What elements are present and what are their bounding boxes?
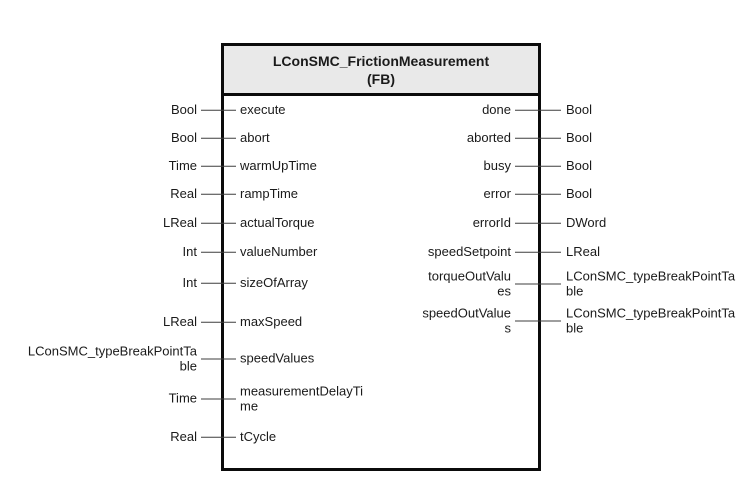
input-row-abort: Bool abort (25, 129, 366, 146)
input-type-label: Int (182, 243, 197, 259)
output-type-label: DWord (566, 214, 607, 230)
input-row-sizeofarray: Int sizeOfArray (25, 274, 366, 291)
output-type-label: Bool (566, 157, 593, 173)
input-row-valuenumber: Int valueNumber (25, 243, 366, 260)
output-row-busy: busy Bool (421, 157, 738, 174)
input-row-execute: Bool execute (25, 101, 366, 118)
function-block-title: LConSMC_FrictionMeasurement (272, 52, 490, 69)
output-pin-label: speedSetpoint (427, 243, 511, 259)
input-type-label: Time (168, 157, 197, 173)
output-row-error: error Bool (421, 185, 738, 202)
input-pin-label: abort (240, 129, 270, 145)
output-wire (515, 165, 561, 167)
input-type-label: Real (170, 428, 197, 444)
output-wire (515, 193, 561, 195)
input-pin-label: warmUpTime (240, 157, 317, 173)
output-wire (515, 109, 561, 111)
function-block-subtitle: (FB) (367, 70, 395, 87)
input-pin-label: execute (240, 101, 286, 117)
output-row-aborted: aborted Bool (421, 129, 738, 146)
function-block: LConSMC_FrictionMeasurement (FB) (221, 43, 541, 471)
input-type-label: LReal (163, 313, 197, 329)
input-row-actualtorque: LReal actualTorque (25, 214, 366, 231)
input-type-label: Bool (170, 129, 197, 145)
input-row-tcycle: Real tCycle (25, 428, 366, 445)
output-pin-label: torqueOutValues (428, 268, 511, 298)
output-pin-label: speedOutValues (422, 305, 511, 335)
output-row-speedoutvalues: speedOutValues LConSMC_typeBreakPointTab… (421, 305, 738, 336)
input-pin-label: measurementDelayTime (240, 383, 364, 413)
output-wire (515, 137, 561, 139)
input-type-label: Time (168, 390, 197, 406)
input-pin-label: sizeOfArray (240, 274, 308, 290)
output-pin-label: busy (483, 157, 511, 173)
input-type-label: LConSMC_typeBreakPointTable (27, 343, 197, 373)
output-wire (515, 283, 561, 285)
output-row-speedsetpoint: speedSetpoint LReal (421, 243, 738, 260)
output-row-errorid: errorId DWord (421, 214, 738, 231)
input-wire (201, 193, 236, 195)
input-row-warmuptime: Time warmUpTime (25, 157, 366, 174)
input-row-maxspeed: LReal maxSpeed (25, 313, 366, 330)
input-type-label: Real (170, 185, 197, 201)
input-wire (201, 436, 236, 438)
output-row-torqueoutvalues: torqueOutValues LConSMC_typeBreakPointTa… (421, 268, 738, 299)
output-type-label: LConSMC_typeBreakPointTable (566, 268, 736, 298)
input-wire (201, 165, 236, 167)
input-pin-label: maxSpeed (240, 313, 303, 329)
input-type-label: Bool (170, 101, 197, 117)
output-type-label: Bool (566, 129, 593, 145)
output-pin-label: done (482, 101, 511, 117)
input-pin-label: speedValues (240, 350, 315, 366)
input-wire (201, 137, 236, 139)
input-wire (201, 282, 236, 284)
input-wire (201, 109, 236, 111)
input-type-label: Int (182, 274, 197, 290)
input-type-label: LReal (163, 214, 197, 230)
function-block-header: LConSMC_FrictionMeasurement (FB) (224, 46, 538, 96)
output-type-label: Bool (566, 101, 593, 117)
input-pin-label: actualTorque (240, 214, 315, 230)
input-row-speedvalues: LConSMC_typeBreakPointTable speedValues (25, 343, 366, 374)
input-pin-label: tCycle (240, 428, 277, 444)
input-row-measurementdelaytime: Time measurementDelayTime (25, 383, 366, 414)
output-type-label: Bool (566, 185, 593, 201)
input-pin-label: valueNumber (240, 243, 318, 259)
output-wire (515, 320, 561, 322)
input-wire (201, 358, 236, 360)
output-wire (515, 222, 561, 224)
input-wire (201, 398, 236, 400)
input-pin-label: rampTime (240, 185, 299, 201)
output-row-done: done Bool (421, 101, 738, 118)
input-wire (201, 251, 236, 253)
output-type-label: LReal (566, 243, 600, 259)
input-row-ramptime: Real rampTime (25, 185, 366, 202)
output-pin-label: aborted (466, 129, 511, 145)
output-type-label: LConSMC_typeBreakPointTable (566, 305, 736, 335)
input-wire (201, 321, 236, 323)
output-wire (515, 251, 561, 253)
input-wire (201, 222, 236, 224)
output-pin-label: errorId (472, 214, 511, 230)
output-pin-label: error (483, 185, 511, 201)
